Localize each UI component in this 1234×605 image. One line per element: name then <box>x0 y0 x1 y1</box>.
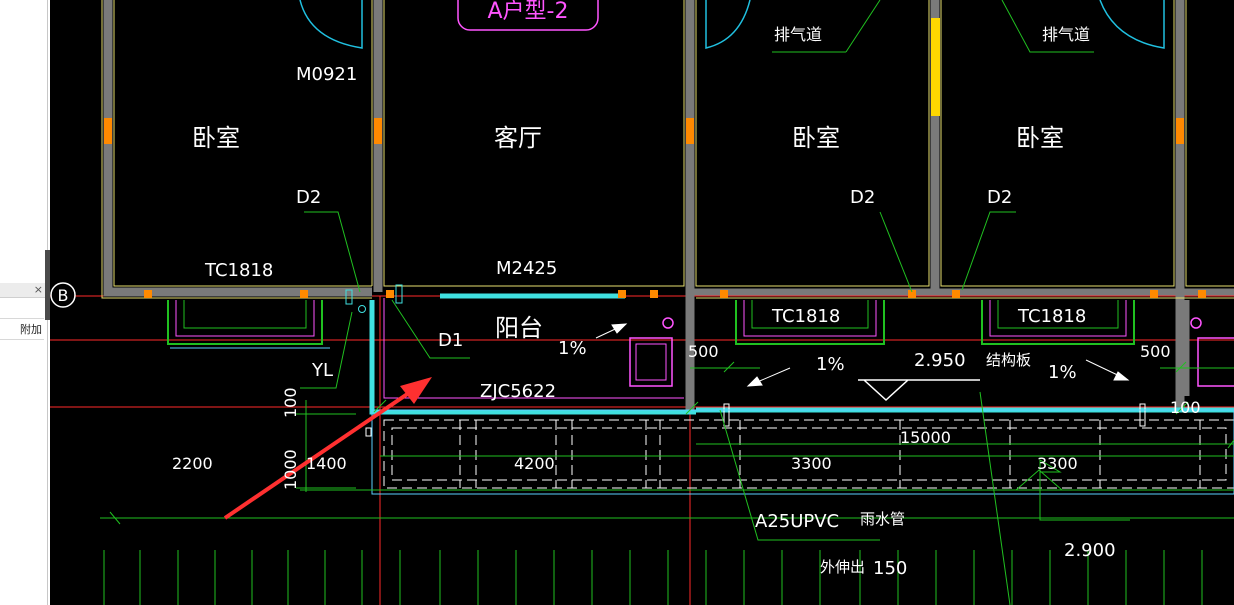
dimension-label: 1000 <box>281 449 300 490</box>
vent-label: 排气道 <box>1042 25 1090 44</box>
foundation-edge <box>371 409 1234 495</box>
downpipe-size-label: A25UPVC <box>755 511 839 532</box>
close-icon[interactable]: × <box>33 283 43 296</box>
window-label: TC1818 <box>204 260 273 281</box>
downpipe-label: 雨水管 <box>860 510 905 528</box>
dimension-label: 500 <box>688 342 719 361</box>
extend-value: 150 <box>873 558 907 579</box>
dimension-label: 2200 <box>172 454 213 473</box>
dimension-label: 100 <box>281 387 300 418</box>
dimension-label: 1400 <box>306 454 347 473</box>
slope-label: 1% <box>558 338 587 359</box>
foundation-outline <box>383 419 1234 489</box>
extend-label: 外伸出 <box>820 558 865 576</box>
d2-label: D2 <box>987 187 1012 208</box>
dimension-label: 500 <box>1140 342 1171 361</box>
annotation-arrow-head <box>400 377 432 404</box>
fixtures <box>345 284 1234 437</box>
door-label: M2425 <box>496 258 557 279</box>
door-swings <box>299 0 1165 49</box>
elevation-marker <box>858 379 980 402</box>
window-bays <box>167 300 1135 349</box>
grid-bubble-b <box>50 282 76 308</box>
window-label: TC1818 <box>1017 306 1086 327</box>
unit-type-label: A户型-2 <box>488 0 569 24</box>
d1-label: D1 <box>438 330 463 351</box>
annotation-arrow <box>223 380 427 520</box>
wall-nodes <box>104 118 1206 298</box>
room-label-bedroom: 卧室 <box>192 124 240 152</box>
column-header-attach: 附加 <box>0 318 44 340</box>
dimension-lines <box>100 361 1234 605</box>
dimension-label: 4200 <box>514 454 555 473</box>
cad-canvas[interactable]: A户型-2 <box>50 0 1234 605</box>
slope-arrows <box>595 323 1130 387</box>
room-label-balcony: 阳台 <box>495 314 543 342</box>
dimension-label: 3300 <box>791 454 832 473</box>
slope-label: 1% <box>1048 362 1077 383</box>
elevation-label: 2.950 <box>914 350 966 371</box>
beam-label: ZJC5622 <box>480 381 556 402</box>
properties-panel: × 附加 <box>0 0 48 605</box>
dimension-label: 100 <box>1170 398 1201 417</box>
leader-lines <box>300 0 1130 605</box>
grid-axis-label: B <box>58 286 69 305</box>
panel-resize-handle[interactable] <box>45 250 50 320</box>
elevation-marker <box>1014 469 1064 491</box>
vent-label: 排气道 <box>774 25 822 44</box>
elevation-label: 2.900 <box>1064 540 1116 561</box>
dimension-label: 3300 <box>1037 454 1078 473</box>
slope-label: 1% <box>816 354 845 375</box>
room-label-living: 客厅 <box>494 124 542 152</box>
room-label-bedroom: 卧室 <box>792 124 840 152</box>
yl-label: YL <box>311 360 333 381</box>
d2-label: D2 <box>850 187 875 208</box>
unit-type-tag <box>457 0 599 31</box>
dimension-label: 15000 <box>900 428 951 447</box>
room-label-bedroom: 卧室 <box>1016 124 1064 152</box>
struct-slab-label: 结构板 <box>986 351 1031 369</box>
highlighted-column <box>931 18 940 116</box>
door-label: M0921 <box>296 64 357 85</box>
window-label: TC1818 <box>771 306 840 327</box>
panel-header: × <box>0 283 47 298</box>
d2-label: D2 <box>296 187 321 208</box>
